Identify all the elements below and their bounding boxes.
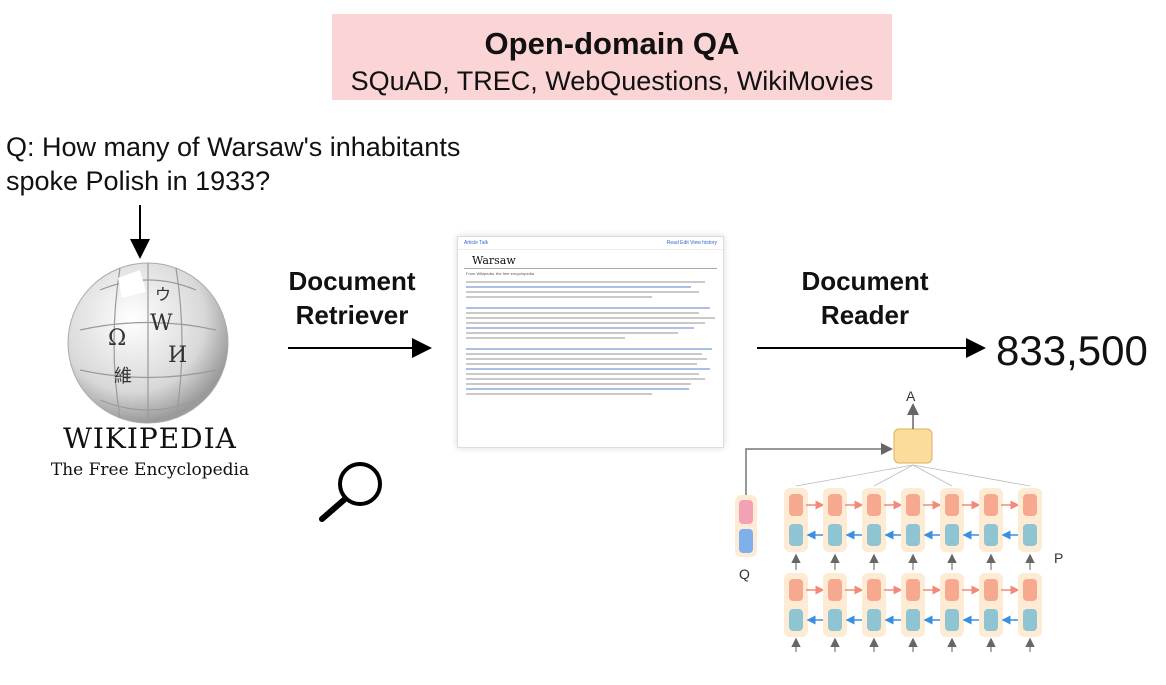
attention-line (912, 464, 953, 487)
article-source: From Wikipedia, the free encyclopedia (466, 271, 535, 276)
backward-state (1023, 609, 1037, 631)
reader-model-diagram (735, 403, 1042, 652)
output-label-a: A (906, 388, 916, 404)
backward-state (789, 524, 803, 546)
article-text-line (466, 378, 705, 380)
forward-state (1023, 579, 1037, 601)
wikipedia-wordmark: WIKIPEDIA (63, 422, 237, 455)
retriever-line-1: Document (288, 266, 416, 296)
attention-line (873, 464, 914, 487)
query-label-q: Q (739, 566, 750, 582)
article-text-line (466, 281, 705, 283)
forward-state (906, 579, 920, 601)
article-text-line (466, 312, 700, 314)
forward-state (984, 579, 998, 601)
article-text-line (466, 317, 716, 319)
backward-state (984, 524, 998, 546)
forward-state (789, 579, 803, 601)
passage-label-p: P (1054, 550, 1064, 566)
article-text-line (466, 296, 652, 298)
backward-state (867, 609, 881, 631)
retriever-line-2: Retriever (295, 300, 409, 330)
question-line-1: Q: How many of Warsaw's inhabitants (6, 132, 461, 162)
svg-text:W: W (150, 311, 173, 336)
article-tab-bar: Article Talk Read Edit View history (458, 237, 723, 250)
output-box (893, 428, 933, 464)
forward-state (789, 494, 803, 516)
forward-state (828, 579, 842, 601)
article-text-line (466, 286, 692, 288)
attention-line (795, 464, 914, 487)
backward-state (984, 609, 998, 631)
article-text-line (466, 383, 692, 385)
backward-state (789, 609, 803, 631)
forward-state (867, 494, 881, 516)
svg-text:維: 維 (114, 366, 132, 387)
article-text-line (466, 373, 700, 375)
article-text-line (466, 393, 652, 395)
backward-state (828, 609, 842, 631)
wikipedia-tagline: The Free Encyclopedia (50, 460, 250, 480)
article-text-line (466, 388, 689, 390)
svg-text:И: И (168, 343, 187, 368)
forward-state (867, 579, 881, 601)
query-cell-bottom (739, 529, 753, 553)
reader-line-2: Reader (820, 300, 910, 330)
forward-state (984, 494, 998, 516)
svg-text:ウ: ウ (155, 285, 171, 304)
backward-state (906, 524, 920, 546)
article-text-line (466, 327, 694, 329)
article-text-line (466, 337, 625, 339)
title-box: Open-domain QA SQuAD, TREC, WebQuestions… (332, 14, 892, 100)
article-text-line (466, 322, 705, 324)
backward-state (828, 524, 842, 546)
article-body (458, 281, 723, 395)
svg-text:Ω: Ω (108, 326, 126, 351)
forward-state (828, 494, 842, 516)
article-text-line (466, 363, 697, 365)
wikipedia-globe-icon: Ω W И 維 ウ (67, 262, 229, 424)
article-text-line (466, 353, 702, 355)
wikipedia-article-thumbnail: Article Talk Read Edit View history Wars… (457, 236, 724, 448)
attention-line (912, 464, 1031, 487)
article-text-line (466, 348, 713, 350)
query-path (745, 443, 893, 495)
article-text-line (466, 368, 710, 370)
article-actions: Read Edit View history (666, 240, 717, 246)
article-text-line (466, 358, 708, 360)
query-cell-top (739, 500, 753, 524)
question-line-2: spoke Polish in 1933? (6, 166, 271, 196)
backward-state (906, 609, 920, 631)
article-text-line (466, 291, 700, 293)
backward-state (945, 524, 959, 546)
title: Open-domain QA (484, 26, 740, 61)
question-text: Q: How many of Warsaw's inhabitants spok… (6, 130, 460, 198)
backward-state (1023, 524, 1037, 546)
forward-state (1023, 494, 1037, 516)
forward-state (945, 579, 959, 601)
article-tabs: Article Talk (464, 240, 489, 246)
forward-state (945, 494, 959, 516)
document-reader-label: Document Reader (770, 264, 960, 332)
article-text-line (466, 332, 678, 334)
article-title: Warsaw (464, 250, 717, 269)
magnifying-glass-icon (319, 462, 382, 522)
backward-state (867, 524, 881, 546)
document-retriever-label: Document Retriever (262, 264, 442, 332)
answer-value: 833,500 (996, 327, 1148, 374)
subtitle: SQuAD, TREC, WebQuestions, WikiMovies (350, 66, 874, 96)
forward-state (906, 494, 920, 516)
backward-state (945, 609, 959, 631)
reader-line-1: Document (801, 266, 929, 296)
article-text-line (466, 307, 710, 309)
